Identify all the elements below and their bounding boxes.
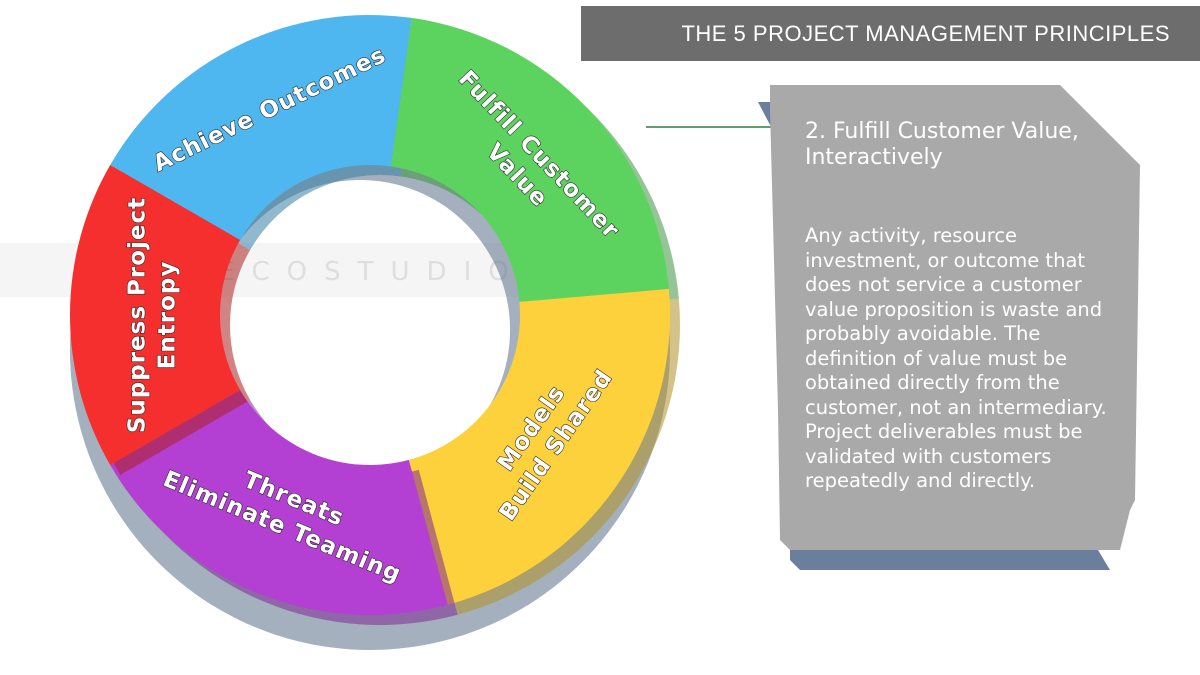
segment-suppress-project-entropy bbox=[69, 165, 241, 465]
header-bar: THE 5 PROJECT MANAGEMENT PRINCIPLES bbox=[581, 6, 1200, 61]
callout-panel bbox=[646, 85, 1140, 570]
segment-achieve-outcomes bbox=[110, 15, 412, 241]
segment-eliminate-teaming-threats bbox=[110, 390, 448, 616]
segment-suppress-project-entropy-label: Suppress Project bbox=[125, 197, 151, 433]
segment-fulfill-customer-value bbox=[390, 17, 669, 302]
page-title: THE 5 PROJECT MANAGEMENT PRINCIPLES bbox=[681, 21, 1170, 46]
callout-heading: 2. Fulfill Customer Value, Interactively bbox=[805, 119, 1079, 170]
callout-body: Any activity, resource investment, or ou… bbox=[805, 224, 1107, 492]
segment-build-shared-models bbox=[408, 288, 670, 605]
callout-panel-shape bbox=[770, 85, 1140, 550]
segment-suppress-project-entropy-label: Entropy bbox=[155, 261, 181, 370]
